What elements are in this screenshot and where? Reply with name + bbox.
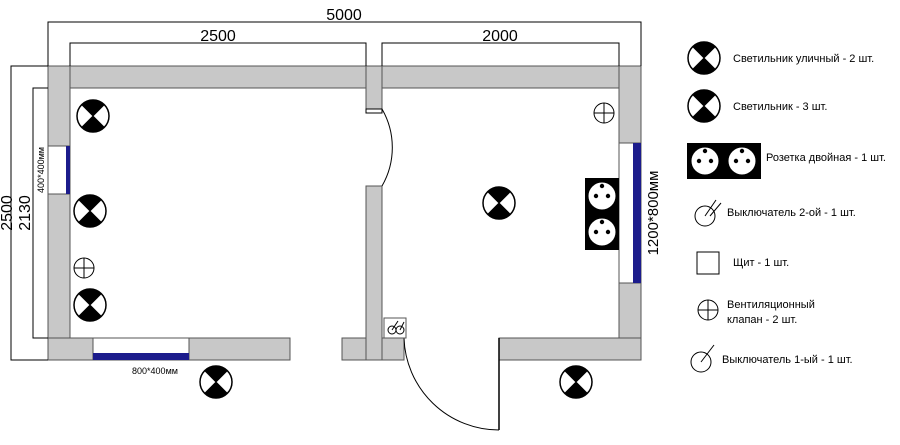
svg-text:Выключатель 2-ой - 1 шт.: Выключатель 2-ой - 1 шт. bbox=[727, 207, 856, 219]
double-socket-icon bbox=[585, 178, 619, 250]
svg-text:Розетка двойная - 1 шт.: Розетка двойная - 1 шт. bbox=[766, 152, 886, 164]
vent-valve-icon bbox=[73, 257, 95, 279]
partition-bottom bbox=[365, 185, 383, 361]
dimension-left-room: 2500 bbox=[200, 28, 236, 45]
door-inner-leaf bbox=[365, 108, 383, 114]
street-lamp-icon bbox=[559, 365, 593, 399]
wall-top bbox=[47, 65, 642, 89]
panel-icon bbox=[696, 251, 720, 275]
wall-bottom-right bbox=[498, 337, 642, 361]
lamp-icon bbox=[76, 99, 110, 133]
switch-double-icon bbox=[383, 317, 407, 339]
switch-double-icon bbox=[694, 199, 722, 227]
dimension-right-room: 2000 bbox=[482, 28, 518, 45]
switch-single-icon bbox=[690, 344, 715, 373]
street-lamp-icon bbox=[687, 41, 721, 75]
svg-text:Выключатель 1-ый - 1 шт.: Выключатель 1-ый - 1 шт. bbox=[722, 354, 853, 366]
svg-text:Вентиляционный: Вентиляционный bbox=[727, 299, 815, 311]
window-right-glass bbox=[633, 143, 641, 283]
window-right-label: 1200*800мм bbox=[645, 171, 662, 256]
legend-item-switch-double: Выключатель 2-ой - 1 шт. bbox=[694, 199, 856, 227]
dimension-total-width: 5000 bbox=[326, 7, 362, 24]
legend-item-double-socket: Розетка двойная - 1 шт. bbox=[687, 143, 886, 179]
svg-text:клапан - 2 шт.: клапан - 2 шт. bbox=[727, 314, 797, 326]
lamp-icon bbox=[73, 194, 107, 228]
legend: Светильник уличный - 2 шт. Светильник - … bbox=[687, 41, 886, 373]
windows bbox=[47, 142, 642, 361]
lamp-icon bbox=[482, 186, 516, 220]
vent-valve-icon bbox=[593, 102, 615, 124]
door-entrance-swing bbox=[403, 337, 500, 431]
window-left-glass bbox=[66, 146, 70, 194]
legend-item-panel: Щит - 1 шт. bbox=[696, 251, 789, 275]
svg-text:Светильник - 3 шт.: Светильник - 3 шт. bbox=[733, 101, 827, 113]
window-left-label: 400*400мм bbox=[36, 147, 46, 193]
lamp-icon bbox=[73, 288, 107, 322]
doors bbox=[365, 108, 500, 431]
legend-item-switch-single: Выключатель 1-ый - 1 шт. bbox=[690, 344, 853, 373]
legend-item-lamp: Светильник - 3 шт. bbox=[687, 89, 827, 123]
svg-text:Щит - 1 шт.: Щит - 1 шт. bbox=[733, 257, 789, 269]
legend-item-vent: Вентиляционный клапан - 2 шт. bbox=[697, 299, 815, 326]
dimension-inner-height: 2130 bbox=[17, 195, 34, 231]
lamp-icon bbox=[687, 89, 721, 123]
door-inner-swing bbox=[381, 108, 393, 187]
window-bottom-glass bbox=[93, 353, 189, 360]
street-lamp-icon bbox=[199, 365, 233, 399]
dimension-lines bbox=[10, 21, 642, 361]
walls bbox=[47, 65, 642, 361]
legend-item-street-lamp: Светильник уличный - 2 шт. bbox=[687, 41, 874, 75]
vent-valve-icon bbox=[697, 299, 719, 321]
partition-top bbox=[365, 65, 383, 110]
svg-text:Светильник уличный - 2 шт.: Светильник уличный - 2 шт. bbox=[733, 53, 874, 65]
plan-symbols bbox=[73, 99, 619, 399]
double-socket-icon bbox=[687, 143, 761, 179]
dimension-total-height: 2500 bbox=[0, 195, 16, 231]
window-bottom-label: 800*400мм bbox=[132, 366, 178, 376]
wall-left bbox=[47, 65, 71, 361]
